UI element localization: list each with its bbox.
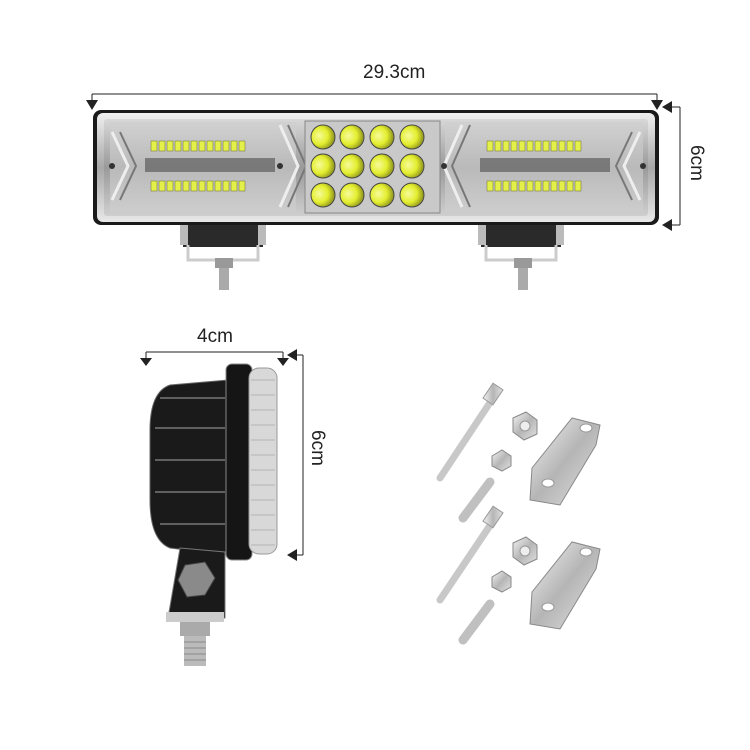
hardware-set-2 — [436, 505, 601, 645]
height-dimension-label: 6cm — [686, 145, 707, 181]
depth-dimension-label: 4cm — [197, 326, 233, 347]
width-dimension-label: 29.3cm — [363, 62, 426, 83]
side-height-dimension-label: 6cm — [307, 430, 328, 466]
hardware-set-1 — [436, 382, 601, 523]
